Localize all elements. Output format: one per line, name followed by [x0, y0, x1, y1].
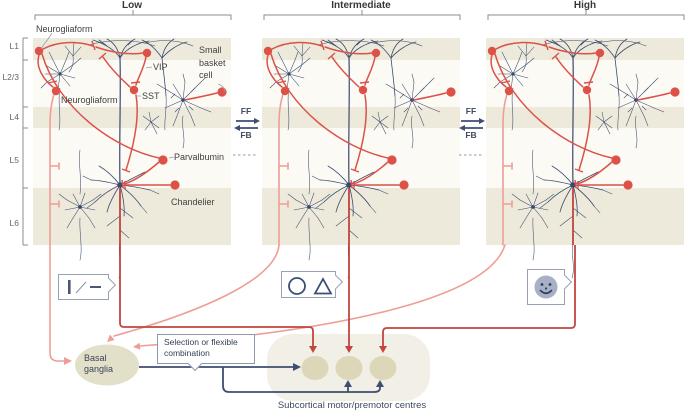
motor-node-2: [335, 356, 363, 380]
layer-label-l4: L4: [9, 112, 19, 122]
selection-note-box: Selection or flexible combination: [157, 334, 255, 371]
layer-label-l1: L1: [9, 41, 19, 51]
label-feedforward-2: FF: [465, 106, 477, 116]
motor-node-1: [301, 356, 329, 380]
circle-triangle-icon: [287, 276, 333, 295]
stimulus-bubble-high: [527, 269, 572, 305]
layer-label-l6: L6: [9, 218, 19, 228]
basal-ganglia-node: [75, 344, 139, 386]
label-feedback-1: FB: [240, 130, 252, 140]
layer-label-l23: L2/3: [2, 72, 19, 82]
column-header-intermediate: Intermediate: [331, 0, 391, 11]
column-header-low: Low: [122, 0, 142, 11]
motor-node-3: [369, 356, 397, 380]
subcortical-label: Subcortical motor/premotor centres: [277, 400, 427, 411]
label-feedforward-1: FF: [240, 106, 252, 116]
stimulus-bubble-low: [58, 274, 116, 300]
selection-note-text: Selection or flexible combination: [164, 337, 238, 358]
label-feedback-2: FB: [465, 130, 477, 140]
label-sst: SST: [142, 91, 160, 101]
label-small-basket-cell: Small basket cell: [199, 45, 226, 80]
oriented-lines-icon: [67, 280, 101, 294]
layer-label-l5: L5: [9, 155, 19, 165]
label-vip: VIP: [153, 62, 168, 72]
label-neurogliaform-l23: Neurogliaform: [61, 95, 118, 105]
label-parvalbumin: Parvalbumin: [174, 152, 225, 162]
column-header-high: High: [573, 0, 597, 11]
basal-ganglia-label: Basal ganglia: [84, 353, 114, 374]
smiley-face-icon: [534, 275, 558, 299]
label-chandelier: Chandelier: [171, 197, 215, 207]
stimulus-bubble-intermediate: [281, 271, 343, 298]
label-neurogliaform-top: Neurogliaform: [36, 24, 93, 34]
